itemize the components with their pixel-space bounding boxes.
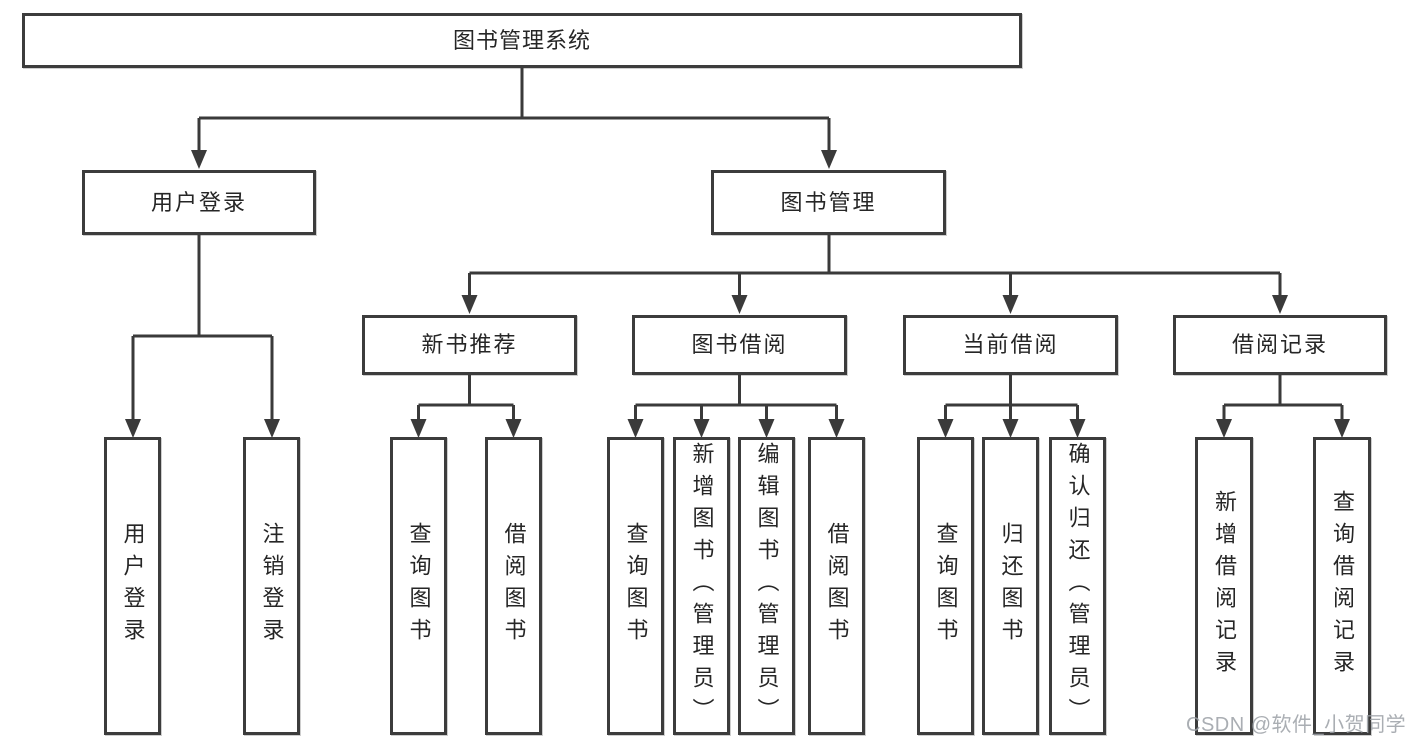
leaf-add-books-admin-label: 新增图书（管理员） [689,442,715,730]
leaf-query-books-recommend: 查询图书 [390,437,447,735]
leaf-return-books: 归还图书 [982,437,1039,735]
leaf-query-borrow-record: 查询借阅记录 [1313,437,1371,735]
node-new-book-recommend: 新书推荐 [362,315,577,375]
leaf-query-books-recommend-label: 查询图书 [406,522,432,650]
leaf-query-books-borrow: 查询图书 [607,437,664,735]
leaf-borrow-books: 借阅图书 [808,437,865,735]
leaf-add-borrow-record-label: 新增借阅记录 [1212,490,1237,682]
leaf-edit-books-admin-label: 编辑图书（管理员） [754,442,780,730]
leaf-borrow-books-recommend: 借阅图书 [485,437,542,735]
node-book-borrow: 图书借阅 [632,315,847,375]
node-borrow-records: 借阅记录 [1173,315,1387,375]
csdn-watermark: CSDN @软件_小贺同学 [1186,714,1405,736]
leaf-add-borrow-record: 新增借阅记录 [1195,437,1253,735]
node-book-management-label: 图书管理 [780,189,877,215]
leaf-query-books-borrow-label: 查询图书 [623,522,649,650]
leaf-confirm-return-admin: 确认归还（管理员） [1049,437,1106,735]
leaf-query-books-current: 查询图书 [917,437,974,735]
leaf-query-borrow-record-label: 查询借阅记录 [1330,490,1355,682]
leaf-add-books-admin: 新增图书（管理员） [673,437,730,735]
node-current-borrow: 当前借阅 [903,315,1118,375]
node-user-login-label: 用户登录 [150,189,247,215]
node-new-book-recommend-label: 新书推荐 [421,332,518,357]
leaf-confirm-return-admin-label: 确认归还（管理员） [1065,442,1091,730]
leaf-borrow-books-label: 借阅图书 [824,522,850,650]
leaf-query-books-current-label: 查询图书 [933,522,959,650]
leaf-user-login: 用户登录 [104,437,161,735]
node-user-login: 用户登录 [82,170,316,235]
node-book-borrow-label: 图书借阅 [691,332,788,357]
node-current-borrow-label: 当前借阅 [962,332,1059,357]
leaf-return-books-label: 归还图书 [998,522,1024,650]
node-root-label: 图书管理系统 [452,27,591,53]
leaf-borrow-books-recommend-label: 借阅图书 [501,522,527,650]
leaf-logout: 注销登录 [243,437,300,735]
node-book-management: 图书管理 [711,170,946,235]
node-borrow-records-label: 借阅记录 [1231,332,1328,357]
leaf-edit-books-admin: 编辑图书（管理员） [738,437,795,735]
node-root-system: 图书管理系统 [22,13,1022,68]
leaf-user-login-label: 用户登录 [120,522,146,650]
leaf-logout-label: 注销登录 [259,522,285,650]
